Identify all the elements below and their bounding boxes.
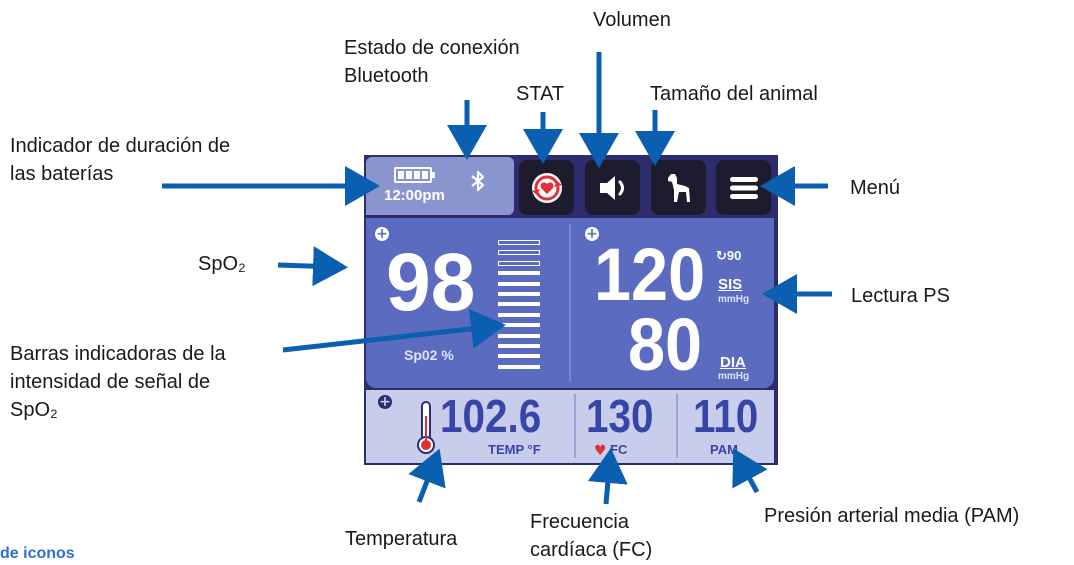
bottom-divider-2 [676, 394, 678, 458]
arrow-heart-rate [587, 448, 628, 505]
signal-bar [498, 344, 540, 348]
animal-size-button[interactable] [651, 160, 706, 215]
bp-interval: ↻90 [716, 248, 741, 264]
callout-bluetooth: Estado de conexión Bluetooth [344, 37, 520, 87]
signal-bar [498, 271, 540, 276]
hr-value: 130 [586, 390, 654, 442]
signal-bar [498, 333, 540, 338]
stat-button[interactable] [519, 160, 574, 215]
callout-spo2: SpO₂ [198, 253, 246, 275]
bottom-divider-1 [574, 394, 576, 458]
bp-diastolic-label: DIA [720, 354, 746, 371]
volume-button[interactable] [585, 160, 640, 215]
signal-bar [498, 323, 540, 328]
spo2-value: 98 [386, 237, 476, 328]
arrow-spo2 [277, 246, 348, 287]
signal-bar [498, 364, 540, 369]
speaker-icon [599, 175, 624, 200]
bp-interval-value: 90 [726, 248, 742, 263]
section-heading: de iconos [0, 545, 75, 562]
hamburger-icon [729, 176, 758, 199]
bp-expand-icon[interactable]: + [585, 226, 599, 242]
signal-bar [498, 260, 540, 266]
main-readings-panel: + 98 Sp02 % + 120 ↻90 SIS mmHg 80 DIA mm… [366, 218, 774, 388]
spo2-label: Sp02 % [404, 347, 454, 363]
battery-icon [394, 167, 436, 183]
callout-bp: Lectura PS [851, 285, 950, 307]
callout-heart-rate: Frecuencia cardíaca (FC) [530, 511, 653, 561]
bluetooth-icon [470, 169, 486, 198]
bp-diastolic-value: 80 [628, 303, 703, 386]
spo2-expand-icon[interactable]: + [375, 226, 389, 242]
arrow-map [732, 448, 768, 494]
map-value: 110 [693, 390, 759, 442]
bp-diastolic-unit: mmHg [718, 371, 750, 382]
signal-bar [498, 292, 540, 296]
callout-animal-size: Tamaño del animal [650, 83, 818, 105]
arrow-temperature [408, 448, 446, 503]
signal-bar [498, 354, 540, 359]
map-label: PAM [710, 442, 738, 457]
timer-icon: ↻ [716, 249, 727, 264]
signal-bar [498, 250, 540, 256]
spo2-signal-bars [498, 240, 540, 378]
arrow-signal-bars [282, 308, 506, 353]
temp-value: 102.6 [440, 390, 542, 442]
clock-time: 12:00pm [384, 187, 445, 204]
bp-systolic-value: 120 [594, 233, 706, 316]
callout-stat: STAT [516, 83, 565, 105]
signal-bar [498, 281, 540, 286]
signal-bar [498, 302, 540, 307]
callout-battery: Indicador de duración de las baterías [10, 135, 231, 185]
stat-icon [531, 172, 562, 203]
signal-bar [498, 240, 540, 245]
signal-bar [498, 312, 540, 317]
dog-icon [667, 173, 690, 202]
bp-systolic-label: SIS [718, 276, 743, 293]
temp-expand-icon[interactable]: + [378, 394, 392, 410]
callout-map: Presión arterial media (PAM) [764, 505, 1020, 527]
main-divider [569, 224, 571, 382]
bp-systolic-unit: mmHg [718, 294, 750, 305]
status-bar: 12:00pm [366, 157, 514, 215]
callout-volume: Volumen [593, 9, 671, 31]
callout-signal-bars: Barras indicadoras de la intensidad de s… [10, 343, 226, 421]
callout-temperature: Temperatura [345, 528, 458, 550]
temp-label: TEMP °F [488, 442, 541, 457]
callout-menu: Menú [850, 177, 901, 199]
